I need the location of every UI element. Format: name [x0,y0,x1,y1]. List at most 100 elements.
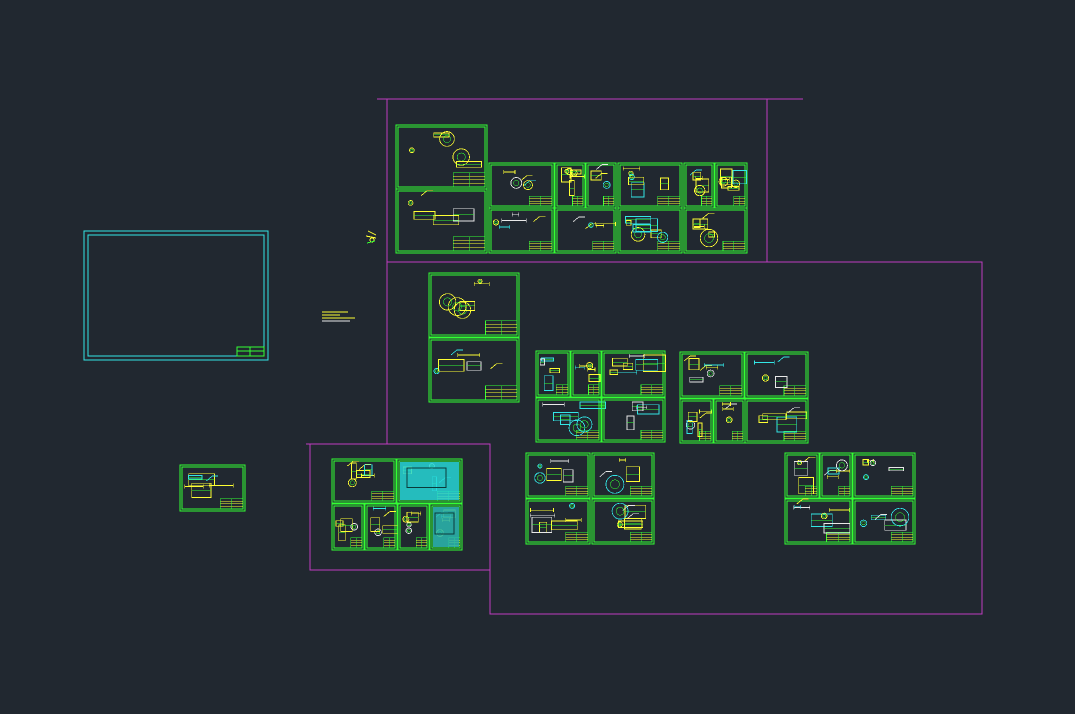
part-circle [409,147,415,154]
part-circle [447,297,467,316]
leader-line [874,514,882,520]
sheet-top-12[interactable] [683,207,748,254]
part-bore [376,530,381,535]
part-bore [525,182,531,188]
sheet-frame [679,351,745,399]
sheet-frame [179,464,246,512]
sheet-boxed-3[interactable] [331,503,365,551]
sheet-tall-1[interactable] [428,272,520,338]
part-bore [410,148,414,152]
sheet-mid-a-5[interactable] [601,397,666,443]
part-bore [871,461,875,465]
border-top-right-box [386,99,768,263]
sheet-frame [397,503,430,551]
sheet-frame [428,337,520,403]
part-circle [406,521,412,528]
part-circle [569,502,576,509]
part-bore [604,182,609,187]
sheet-boxed-6[interactable] [429,503,463,551]
part-bore [435,369,439,373]
drawing-sheets [179,124,916,551]
sheet-low-b-2[interactable] [819,452,853,499]
sheet-top-4[interactable] [488,207,555,254]
sheet-mid-b-1[interactable] [679,351,745,399]
part-circle [706,369,715,378]
sheet-frame [819,452,853,499]
part-circle [602,181,611,189]
part-bore [589,223,593,227]
sheet-inner-frame [681,353,743,397]
sheet-frame [428,272,520,338]
leader-line [420,190,428,196]
sheet-inner-frame [593,500,653,543]
sheet-top-1[interactable] [395,124,488,190]
sheet-top-8[interactable] [617,162,683,209]
part-bore [565,170,569,173]
sheet-boxed-2[interactable] [396,458,463,504]
part-bore [407,529,411,533]
sheet-top-9[interactable] [617,207,683,254]
sheet-mid-a-1[interactable] [535,350,571,398]
part-circle [588,222,594,228]
sheet-mid-b-3[interactable] [679,398,714,444]
leader-line [520,175,528,182]
sheet-boxed-5[interactable] [397,503,430,551]
sheet-low-a-3[interactable] [525,498,591,545]
sheet-frame [488,207,555,254]
sheet-top-10[interactable] [683,162,715,209]
sheet-frame [601,350,666,398]
part-circle [890,507,910,527]
part-circle [405,527,413,534]
leader-line [699,365,707,371]
sheet-inner-frame [333,460,395,502]
part-bore [708,371,713,376]
part-bore [659,234,666,241]
sheet-top-3[interactable] [488,162,555,209]
part-circle [699,228,719,248]
sheet-top-5[interactable] [554,162,586,209]
sheet-top-11[interactable] [714,162,748,209]
layout-borders [306,98,983,615]
part-circle [796,459,803,466]
sheet-low-b-4[interactable] [784,498,853,545]
sheet-top-7[interactable] [554,207,617,254]
part-circle [350,523,358,531]
part-bore [727,418,731,422]
sheet-mid-a-3[interactable] [601,350,666,398]
sheet-low-b-5[interactable] [852,498,916,545]
sheet-mid-b-2[interactable] [744,351,809,399]
part-bore [798,461,801,464]
part-circle [402,515,410,523]
note-small[interactable] [322,311,355,322]
sheet-inner-frame [619,209,681,252]
sheet-mid-a-4[interactable] [535,397,606,443]
sheet-top-2[interactable] [395,188,488,254]
symbol-small[interactable] [365,230,377,244]
sheet-inner-frame [786,500,851,543]
empty-title-frame[interactable] [83,230,269,361]
sheet-low-a-1[interactable] [525,452,591,499]
sheet-boxed-4[interactable] [364,503,399,551]
part-bore [572,171,576,175]
sheet-mid-a-2[interactable] [570,350,602,398]
sheet-boxed-1[interactable] [331,458,397,504]
part-circle [685,420,696,430]
sheet-mid-b-5[interactable] [744,398,809,444]
sheet-left-small[interactable] [179,464,246,512]
sheet-low-a-4[interactable] [591,498,655,545]
sheet-low-b-3[interactable] [852,452,916,499]
part-circle [564,168,570,174]
part-bore [610,479,620,490]
part-bore [720,179,726,185]
sheet-tall-2[interactable] [428,337,520,403]
sheet-low-b-1[interactable] [784,452,820,499]
part-bore [352,524,357,529]
part-bore [587,363,592,368]
sheet-mid-b-4[interactable] [713,398,746,444]
part-circle [628,170,634,176]
sheet-low-a-2[interactable] [591,452,655,499]
leader-line [699,412,707,419]
sheet-top-6[interactable] [585,162,617,209]
